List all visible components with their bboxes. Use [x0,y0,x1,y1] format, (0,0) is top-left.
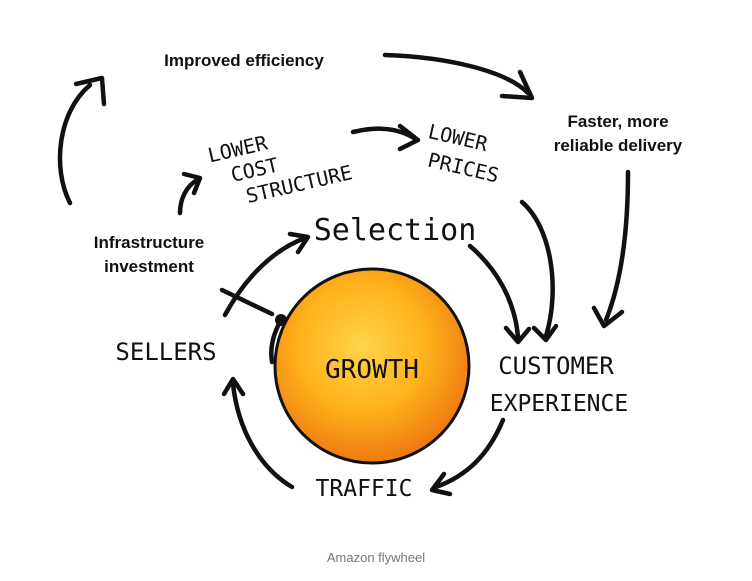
lower-cost-structure-label: LOWER COST STRUCTURE [206,130,355,208]
arrowhead-selection-to-customer [503,325,532,345]
infrastructure-pointer [219,287,275,317]
arrowhead-sellers-to-selection [287,231,311,255]
arrow-infrastructure-to-cost [177,177,200,216]
arrowhead-traffic-to-sellers [221,376,246,397]
arrowhead-delivery-to-customer [591,305,625,329]
lower-prices-label: LOWER PRICES [425,119,501,188]
sellers-label: SELLERS [115,338,216,366]
lower-prices-line2: PRICES [425,148,501,188]
growth-label: GROWTH [325,355,419,385]
arrowhead-infrastructure-to-cost [181,171,203,196]
infrastructure-line2: investment [104,257,194,276]
caption: Amazon flywheel [326,550,426,565]
arrowhead-prices-to-customer [531,323,559,343]
arrow-infrastructure-up [57,82,93,206]
arrowhead-infrastructure-up [73,75,107,107]
growth-ball [273,267,471,465]
arrow-delivery-to-customer [603,169,631,323]
improved-efficiency-label: Improved efficiency [164,51,324,70]
faster-delivery-line1: Faster, more [567,112,668,131]
arrowhead-efficiency-to-delivery [499,69,535,101]
infrastructure-line1: Infrastructure [94,233,205,252]
arrow-sellers-to-selection [222,235,308,318]
customer-line2: EXPERIENCE [490,391,628,417]
arrow-prices-to-customer [519,199,555,339]
selection-label: Selection [314,213,477,248]
arrow-selection-to-customer [467,243,521,340]
arrow-customer-to-traffic [433,417,506,490]
wheel-spin-arc [269,317,284,365]
arrowhead-customer-to-traffic [429,471,453,497]
arrow-efficiency-to-delivery [382,52,531,96]
traffic-label: TRAFFIC [316,476,413,502]
faster-delivery-line2: reliable delivery [554,136,683,155]
customer-line1: CUSTOMER [498,352,614,380]
arrowhead-cost-to-prices [397,123,421,152]
arrow-traffic-to-sellers [230,381,295,490]
